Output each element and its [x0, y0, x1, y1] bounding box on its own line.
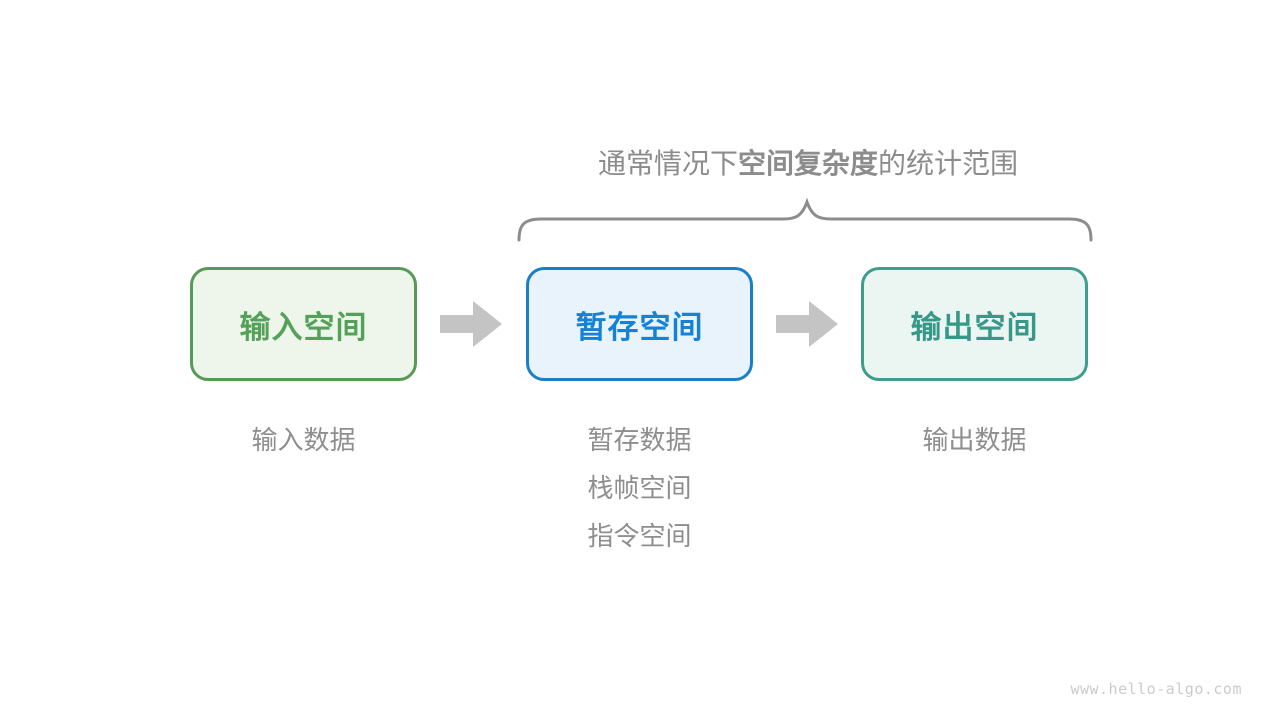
arrow-right-icon — [440, 301, 502, 347]
scope-title-emphasis: 空间复杂度 — [737, 147, 879, 180]
note-line: 指令空间 — [587, 521, 692, 552]
note-line: 输入数据 — [251, 425, 356, 456]
note-line: 输出数据 — [922, 425, 1027, 456]
note-line: 暂存数据 — [587, 425, 692, 456]
note-output-data: 输出数据 — [861, 414, 1088, 462]
curly-brace-icon — [517, 198, 1093, 242]
scope-title-prefix: 通常情况下 — [597, 147, 738, 180]
note-temporary-items: 暂存数据 栈帧空间 指令空间 — [526, 414, 753, 558]
scope-title: 通常情况下空间复杂度的统计范围 — [598, 146, 1018, 182]
arrow-right-icon — [776, 301, 838, 347]
scope-title-suffix: 的统计范围 — [878, 147, 1019, 180]
box-input-space-label: 输入空间 — [239, 309, 368, 346]
box-output-space-label: 输出空间 — [910, 309, 1039, 346]
box-output-space: 输出空间 — [861, 267, 1088, 381]
box-temporary-space: 暂存空间 — [526, 267, 753, 381]
box-input-space: 输入空间 — [190, 267, 417, 381]
watermark: www.hello-algo.com — [1070, 680, 1242, 698]
note-line: 栈帧空间 — [587, 473, 692, 504]
box-temporary-space-label: 暂存空间 — [575, 309, 704, 346]
note-input-data: 输入数据 — [190, 414, 417, 462]
